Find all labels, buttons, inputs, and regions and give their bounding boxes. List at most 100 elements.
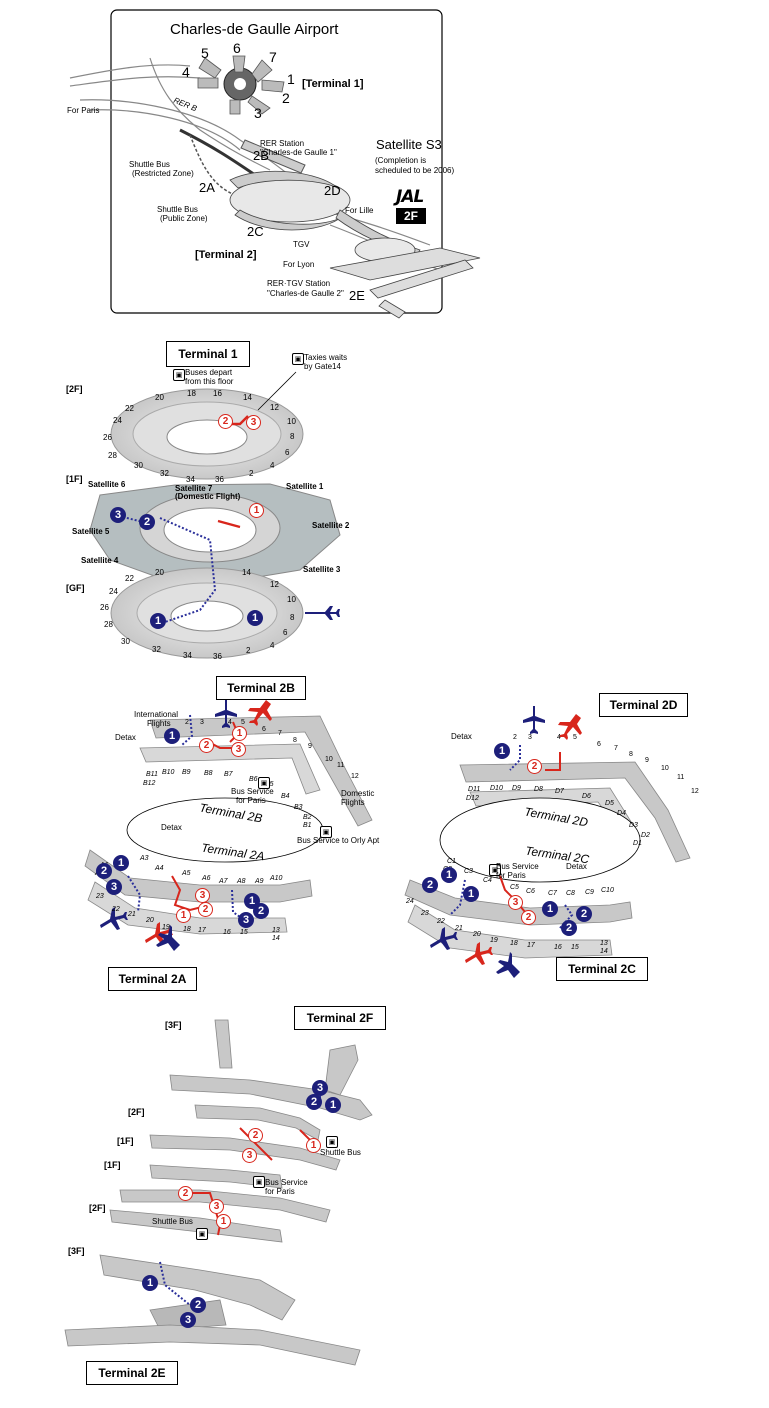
gate-label: D10 [490, 785, 503, 792]
gate-label: C4 [483, 877, 492, 884]
detax-label: Detax [566, 862, 587, 871]
gate-label: 20 [155, 568, 164, 577]
gate-label: 12 [691, 788, 699, 795]
for-lyon-label: For Lyon [283, 260, 315, 269]
route-step-marker: 2 [527, 759, 542, 774]
buses-depart-label: from this floor [185, 377, 234, 386]
gate-label: 10 [287, 417, 296, 426]
t2f-levels [64, 1019, 373, 1366]
terminal2b-title: Terminal 2B [216, 676, 306, 700]
taxi-label: by Gate14 [304, 362, 341, 371]
bus-orly-label: Bus Service to Orly Apt [297, 836, 380, 845]
route-step-marker: 1 [150, 613, 166, 629]
gate-label: D1 [633, 840, 642, 847]
satellite-number: 6 [233, 40, 241, 56]
gate-label: 14 [272, 935, 280, 942]
t2dc-airplane-icons [430, 706, 582, 978]
gate-label: 32 [160, 469, 169, 478]
floor-gf-label: [GF] [66, 583, 85, 593]
gate-label: A9 [255, 878, 264, 885]
gate-label: 30 [121, 637, 130, 646]
terminal2d-title: Terminal 2D [599, 693, 688, 717]
route-step-marker: 2 [521, 910, 536, 925]
route-step-marker: 2 [561, 920, 577, 936]
shuttle-public-zone: (Public Zone) [160, 214, 208, 223]
gate-label: 2 [249, 469, 254, 478]
gate-label: 14 [242, 568, 251, 577]
jal-logo: JAL [396, 187, 424, 207]
taxi-icon: ▣ [292, 353, 304, 365]
gate-label: 20 [473, 931, 481, 938]
gate-label: 6 [597, 741, 601, 748]
gate-label: 4 [228, 719, 232, 726]
satellite-number: 5 [201, 45, 209, 61]
terminal-2d-label: 2D [324, 183, 341, 198]
gate-label: 9 [645, 757, 649, 764]
terminal2-label: [Terminal 2] [195, 249, 257, 261]
gate-label: 10 [661, 765, 669, 772]
gate-label: 18 [187, 389, 196, 398]
route-step-marker: 3 [231, 742, 246, 757]
route-step-marker: 1 [463, 886, 479, 902]
satellite-s3-label: Satellite S3 [376, 137, 442, 152]
for-lille-label: For Lille [345, 206, 374, 215]
gate-label: D12 [466, 795, 479, 802]
floor-label: [3F] [165, 1020, 182, 1030]
gate-label: B9 [182, 769, 191, 776]
overview-terminal2e [329, 247, 481, 319]
gate-label: C5 [510, 884, 519, 891]
jal-floor-badge: 2F [396, 208, 426, 224]
gate-label: 34 [183, 651, 192, 660]
gate-label: C7 [548, 890, 557, 897]
detax-label: Detax [115, 733, 136, 742]
satellite-4-label: Satellite 4 [81, 556, 119, 565]
gate-label: 22 [112, 906, 120, 913]
satellite-6-label: Satellite 6 [88, 480, 126, 489]
detax-label: Detax [451, 732, 472, 741]
route-step-marker: 2 [248, 1128, 263, 1143]
shuttle-bus-label: Shuttle Bus [152, 1217, 193, 1226]
gate-label: 5 [573, 734, 577, 741]
gate-label: B4 [281, 793, 290, 800]
gate-label: D4 [617, 810, 626, 817]
terminal-2b-label: 2B [253, 148, 269, 163]
route-step-marker: 2 [139, 514, 155, 530]
floor-label: [3F] [68, 1246, 85, 1256]
gate-label: 18 [183, 926, 191, 933]
gate-label: 15 [571, 944, 579, 951]
bus-icon: ▣ [173, 369, 185, 381]
gate-label: B10 [162, 769, 175, 776]
route-step-marker: 2 [178, 1186, 193, 1201]
route-step-marker: 1 [249, 503, 264, 518]
gate-label: 18 [510, 940, 518, 947]
bus-paris-label: for Paris [236, 796, 266, 805]
route-step-marker: 1 [142, 1275, 158, 1291]
route-step-marker: 2 [422, 877, 438, 893]
satellite-1-label: Satellite 1 [286, 482, 324, 491]
satellite-number: 7 [269, 49, 277, 65]
gate-label: 24 [113, 416, 122, 425]
gate-label: 5 [241, 719, 245, 726]
gate-label: D8 [534, 786, 543, 793]
t2d-route-blue [509, 745, 521, 771]
gate-label: D3 [629, 822, 638, 829]
gate-label: 11 [677, 774, 685, 781]
gate-label: 8 [290, 613, 295, 622]
t1-taxi-pointer [257, 371, 297, 411]
gate-label: 16 [213, 389, 222, 398]
gate-label: 28 [108, 451, 117, 460]
intl-flights-label: Flights [147, 719, 171, 728]
gate-label: 32 [152, 645, 161, 654]
bus-icon: ▣ [253, 1176, 265, 1188]
gate-label: 26 [100, 603, 109, 612]
gate-label: D9 [512, 785, 521, 792]
route-step-marker: 1 [216, 1214, 231, 1229]
terminal1-label: [Terminal 1] [302, 78, 364, 90]
gate-label: 17 [198, 927, 206, 934]
route-step-marker: 1 [247, 610, 263, 626]
gate-label: 36 [215, 475, 224, 484]
route-step-marker: 2 [218, 414, 233, 429]
gate-label: 6 [262, 726, 266, 733]
route-step-marker: 3 [508, 895, 523, 910]
terminal1-title: Terminal 1 [166, 341, 250, 367]
